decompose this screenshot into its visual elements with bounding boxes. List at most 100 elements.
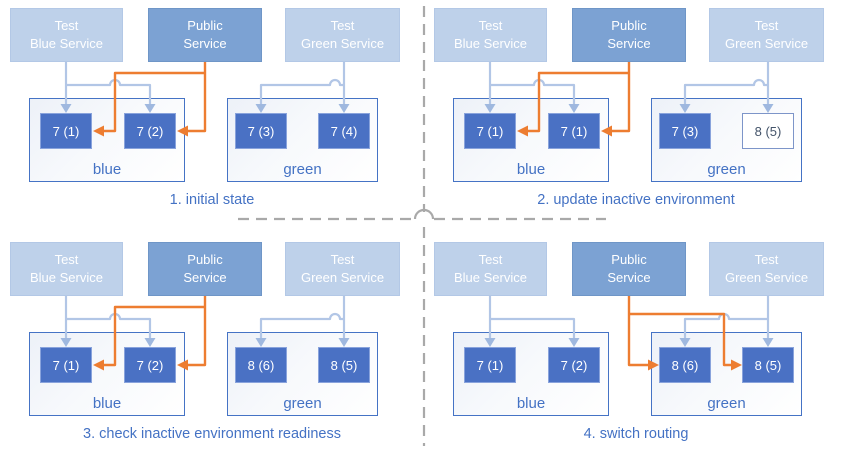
panel-check-readiness: blue green 7 (1) 7 (2) 8 (6) 8 (5) Test … xyxy=(0,234,424,462)
env-label-green: green xyxy=(707,395,746,412)
pod-green-1: 8 (6) xyxy=(235,347,287,383)
env-box-blue: blue xyxy=(453,332,609,416)
connector-line-hop xyxy=(259,78,344,104)
service-box-public: Public Service xyxy=(572,242,686,296)
pod-green-1: 7 (3) xyxy=(659,113,711,149)
env-label-green: green xyxy=(707,161,746,178)
service-box-test-blue: Test Blue Service xyxy=(10,242,123,296)
env-label-blue: blue xyxy=(516,395,546,412)
panel-caption: 4. switch routing xyxy=(583,426,689,442)
connector-line-hop xyxy=(683,78,768,104)
arrowhead-left-icon xyxy=(93,359,104,371)
service-box-test-blue: Test Blue Service xyxy=(434,8,547,62)
service-box-test-green: Test Green Service xyxy=(709,242,824,296)
connector-line-hop xyxy=(490,78,576,104)
pod-blue-1: 7 (1) xyxy=(464,347,516,383)
service-box-test-green: Test Green Service xyxy=(285,242,400,296)
test-blue-service-arrows xyxy=(60,296,156,347)
arrowhead-down-icon xyxy=(338,104,350,113)
arrowhead-down-icon xyxy=(679,338,691,347)
env-label-green: green xyxy=(283,161,322,178)
pod-blue-2: 7 (2) xyxy=(124,113,176,149)
pod-green-2: 8 (5) xyxy=(318,347,370,383)
env-label-blue: blue xyxy=(92,161,122,178)
arrowhead-down-icon xyxy=(484,104,496,113)
env-label-green: green xyxy=(283,395,322,412)
arrowhead-left-icon xyxy=(177,125,188,137)
service-box-test-blue: Test Blue Service xyxy=(10,8,123,62)
orange-connector-line xyxy=(629,312,731,367)
orange-connector-line xyxy=(188,62,207,133)
arrowhead-left-icon xyxy=(177,359,188,371)
arrowhead-left-icon xyxy=(517,125,528,137)
arrowhead-down-icon xyxy=(60,338,72,347)
arrowhead-down-icon xyxy=(762,104,774,113)
arrowhead-left-icon xyxy=(93,125,104,137)
arrowhead-down-icon xyxy=(568,338,580,347)
connector-line-hop xyxy=(259,312,344,338)
test-green-service-arrows xyxy=(255,62,350,113)
service-box-public: Public Service xyxy=(148,8,262,62)
public-service-arrows xyxy=(627,296,742,371)
arrowhead-down-icon xyxy=(762,338,774,347)
pod-blue-1: 7 (1) xyxy=(464,113,516,149)
panel-caption: 3. check inactive environment readiness xyxy=(83,426,341,442)
pod-blue-2: 7 (1) xyxy=(548,113,600,149)
panel-caption: 2. update inactive environment xyxy=(537,192,735,208)
arrowhead-down-icon xyxy=(255,338,267,347)
connector-arrows xyxy=(60,296,350,371)
arrowhead-down-icon xyxy=(338,338,350,347)
pod-green-1: 7 (3) xyxy=(235,113,287,149)
test-green-service-arrows xyxy=(679,62,774,113)
arrowhead-down-icon xyxy=(144,338,156,347)
orange-connector-line xyxy=(188,296,207,367)
pod-green-2: 7 (4) xyxy=(318,113,370,149)
test-blue-service-arrows xyxy=(484,62,580,113)
connector-line xyxy=(490,317,576,338)
connector-arrows xyxy=(484,62,774,137)
service-box-test-blue: Test Blue Service xyxy=(434,242,547,296)
service-box-test-green: Test Green Service xyxy=(709,8,824,62)
service-box-public: Public Service xyxy=(572,8,686,62)
test-green-service-arrows xyxy=(679,296,774,347)
service-box-public: Public Service xyxy=(148,242,262,296)
pod-green-1: 8 (6) xyxy=(659,347,711,383)
public-service-arrows xyxy=(93,296,207,371)
arrowhead-down-icon xyxy=(679,104,691,113)
pod-blue-2: 7 (2) xyxy=(124,347,176,383)
test-blue-service-arrows xyxy=(60,62,156,113)
pod-blue-1: 7 (1) xyxy=(40,113,92,149)
connector-arrows xyxy=(60,62,350,137)
arrowhead-left-icon xyxy=(601,125,612,137)
pod-blue-2: 7 (2) xyxy=(548,347,600,383)
arrowhead-right-icon xyxy=(731,359,742,371)
orange-connector-line xyxy=(104,305,205,367)
connector-line-hop xyxy=(66,312,152,338)
pod-green-2: 8 (5) xyxy=(742,347,794,383)
test-green-service-arrows xyxy=(255,296,350,347)
pod-green-2-new: 8 (5) xyxy=(742,113,794,149)
arrowhead-down-icon xyxy=(144,104,156,113)
public-service-arrows xyxy=(517,62,631,137)
pod-blue-1: 7 (1) xyxy=(40,347,92,383)
orange-connector-line xyxy=(104,71,205,133)
arrowhead-down-icon xyxy=(255,104,267,113)
panel-initial-state: blue green 7 (1) 7 (2) 7 (3) 7 (4) Test … xyxy=(0,0,424,228)
connector-line-hop xyxy=(66,78,152,104)
env-label-blue: blue xyxy=(516,161,546,178)
env-label-blue: blue xyxy=(92,395,122,412)
orange-connector-line xyxy=(528,71,629,133)
arrowhead-down-icon xyxy=(484,338,496,347)
arrowhead-down-icon xyxy=(60,104,72,113)
panel-update-inactive: blue green 7 (1) 7 (1) 7 (3) 8 (5) Test … xyxy=(424,0,848,228)
public-service-arrows xyxy=(93,62,207,137)
panel-switch-routing: blue green 7 (1) 7 (2) 8 (6) 8 (5) Test … xyxy=(424,234,848,462)
arrowhead-right-icon xyxy=(648,359,659,371)
orange-connector-line xyxy=(612,62,631,133)
arrowhead-down-icon xyxy=(568,104,580,113)
connector-arrows xyxy=(484,296,774,371)
orange-connector-line xyxy=(627,296,648,367)
service-box-test-green: Test Green Service xyxy=(285,8,400,62)
panel-caption: 1. initial state xyxy=(169,192,255,208)
connector-line-hop xyxy=(683,312,768,338)
